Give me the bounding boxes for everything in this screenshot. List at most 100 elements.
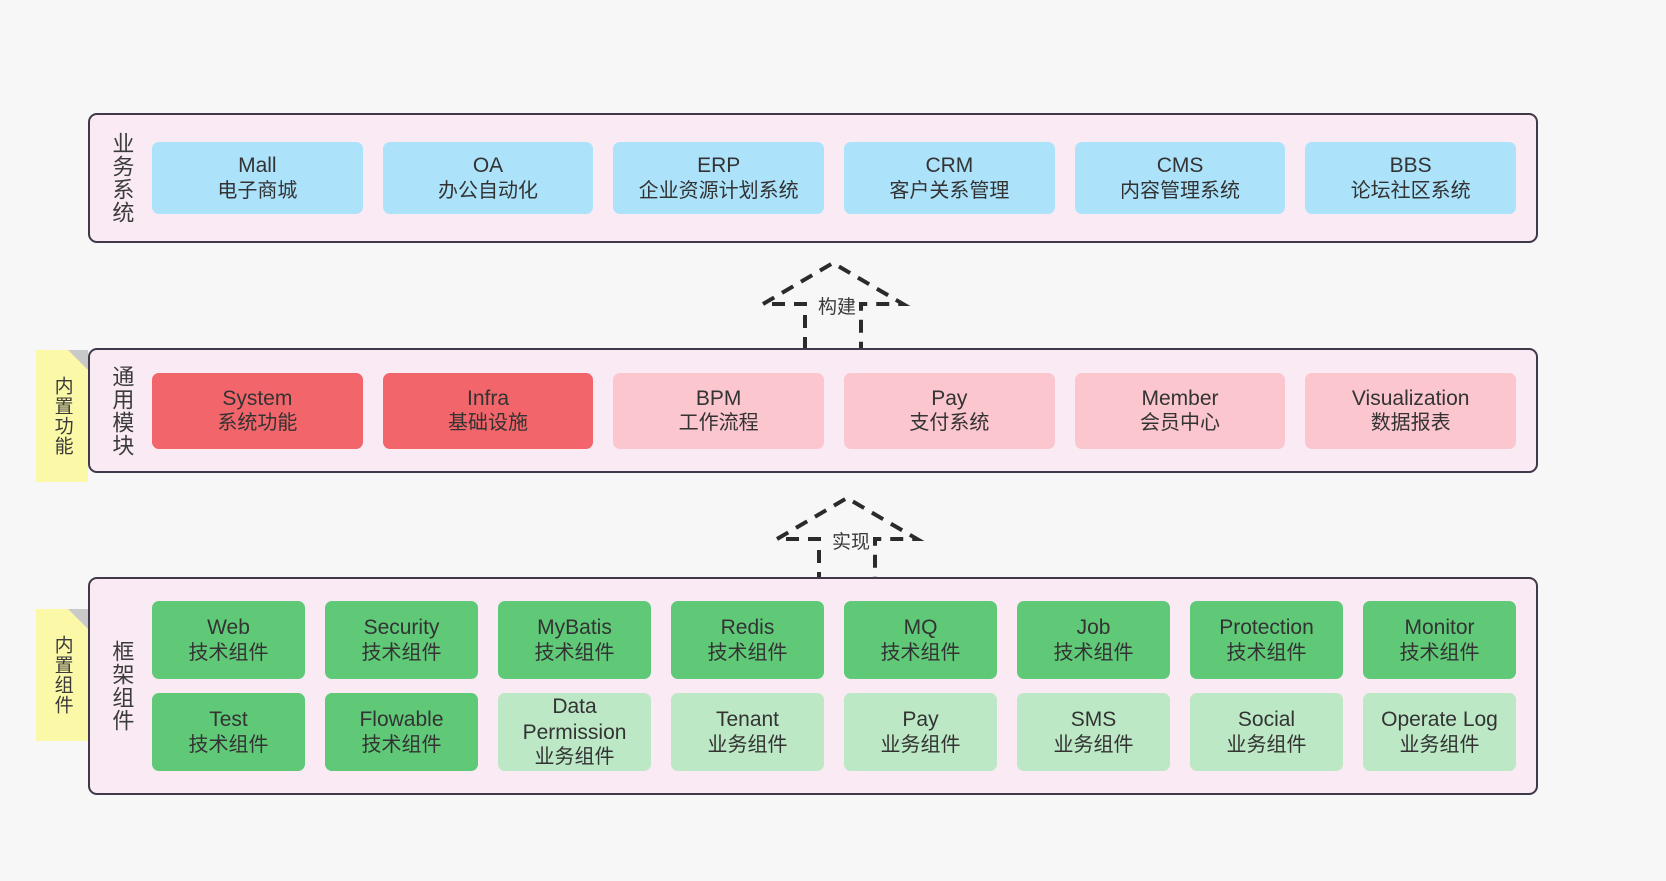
framework-box-protection[interactable]: Protection 技术组件 xyxy=(1190,601,1343,679)
framework-box-web[interactable]: Web 技术组件 xyxy=(152,601,305,679)
common-box-infra-en: Infra xyxy=(466,386,510,410)
common-box-visualization-en: Visualization xyxy=(1351,386,1470,410)
framework-box-pay-cn: 业务组件 xyxy=(880,733,961,756)
note-builtin-components: 内置组件 xyxy=(36,609,88,741)
framework-box-social-cn: 业务组件 xyxy=(1226,733,1307,756)
framework-box-flowable[interactable]: Flowable 技术组件 xyxy=(325,693,478,771)
framework-box-pay[interactable]: Pay 业务组件 xyxy=(844,693,997,771)
connector-build-arrow: 构建 xyxy=(755,258,911,353)
note-builtin-components-label: 内置组件 xyxy=(51,635,73,715)
business-box-cms-cn: 内容管理系统 xyxy=(1120,179,1241,202)
business-box-erp-en: ERP xyxy=(697,154,741,177)
framework-box-redis-cn: 技术组件 xyxy=(707,641,788,664)
layer-framework-title: 框架组件 xyxy=(109,640,135,732)
framework-box-data-permission-en: Data Permission xyxy=(522,695,627,744)
framework-box-operate-log-en: Operate Log xyxy=(1381,708,1498,731)
common-box-pay-en: Pay xyxy=(931,386,968,410)
layer-common-body: System 系统功能 Infra 基础设施 BPM 工作流程 Pay 支付系统… xyxy=(144,350,1536,471)
business-box-mall-en: Mall xyxy=(238,154,277,177)
framework-box-security[interactable]: Security 技术组件 xyxy=(325,601,478,679)
framework-box-tenant-cn: 业务组件 xyxy=(707,733,788,756)
framework-box-job[interactable]: Job 技术组件 xyxy=(1017,601,1170,679)
common-box-pay[interactable]: Pay 支付系统 xyxy=(844,372,1055,449)
layer-business-title: 业务系统 xyxy=(109,132,135,224)
common-box-bpm-en: BPM xyxy=(695,386,742,410)
framework-box-monitor-cn: 技术组件 xyxy=(1399,641,1480,664)
business-box-cms[interactable]: CMS 内容管理系统 xyxy=(1074,142,1286,214)
framework-box-protection-cn: 技术组件 xyxy=(1226,641,1307,664)
layer-framework-body: Web 技术组件 Security 技术组件 MyBatis 技术组件 Redi… xyxy=(144,579,1536,793)
framework-box-mybatis[interactable]: MyBatis 技术组件 xyxy=(498,601,651,679)
business-box-oa[interactable]: OA 办公自动化 xyxy=(382,142,594,214)
business-box-crm-cn: 客户关系管理 xyxy=(889,179,1010,202)
business-box-crm[interactable]: CRM 客户关系管理 xyxy=(844,142,1055,214)
framework-box-tenant[interactable]: Tenant 业务组件 xyxy=(671,693,824,771)
framework-box-operate-log-cn: 业务组件 xyxy=(1399,733,1480,756)
business-box-crm-en: CRM xyxy=(925,154,974,177)
framework-box-test-cn: 技术组件 xyxy=(188,733,269,756)
framework-box-mq[interactable]: MQ 技术组件 xyxy=(844,601,997,679)
framework-row-business: Test 技术组件 Flowable 技术组件 Data Permission … xyxy=(152,693,1516,771)
framework-box-flowable-cn: 技术组件 xyxy=(361,733,442,756)
common-box-visualization[interactable]: Visualization 数据报表 xyxy=(1305,372,1517,449)
common-box-infra-cn: 基础设施 xyxy=(448,412,528,435)
framework-box-sms-en: SMS xyxy=(1070,708,1117,731)
business-box-mall[interactable]: Mall 电子商城 xyxy=(152,142,363,214)
common-box-infra[interactable]: Infra 基础设施 xyxy=(382,372,594,449)
framework-box-monitor-en: Monitor xyxy=(1404,616,1475,639)
common-row: System 系统功能 Infra 基础设施 BPM 工作流程 Pay 支付系统… xyxy=(152,372,1517,449)
framework-box-social[interactable]: Social 业务组件 xyxy=(1190,693,1343,771)
framework-box-web-en: Web xyxy=(207,616,250,639)
layer-common-title: 通用模块 xyxy=(109,364,135,457)
business-box-erp-cn: 企业资源计划系统 xyxy=(638,179,799,202)
common-box-bpm[interactable]: BPM 工作流程 xyxy=(613,372,825,449)
framework-box-security-cn: 技术组件 xyxy=(361,641,442,664)
framework-box-operate-log[interactable]: Operate Log 业务组件 xyxy=(1363,693,1516,771)
framework-box-job-en: Job xyxy=(1076,616,1111,639)
framework-box-data-permission[interactable]: Data Permission 业务组件 xyxy=(498,693,651,771)
framework-box-web-cn: 技术组件 xyxy=(188,641,269,664)
framework-box-tenant-en: Tenant xyxy=(715,708,780,731)
layer-business-systems: 业务系统 Mall 电子商城 OA 办公自动化 ERP 企业资源计划系统 CRM… xyxy=(88,113,1538,243)
framework-box-test-en: Test xyxy=(209,708,248,731)
framework-box-mq-en: MQ xyxy=(903,616,938,639)
note-builtin-features: 内置功能 xyxy=(36,350,88,482)
framework-box-redis[interactable]: Redis 技术组件 xyxy=(671,601,824,679)
business-box-oa-en: OA xyxy=(472,154,504,177)
business-box-oa-cn: 办公自动化 xyxy=(438,179,538,202)
business-box-erp[interactable]: ERP 企业资源计划系统 xyxy=(613,142,825,214)
common-box-system[interactable]: System 系统功能 xyxy=(152,372,363,449)
business-box-mall-cn: 电子商城 xyxy=(217,179,298,202)
framework-box-mybatis-en: MyBatis xyxy=(537,616,612,639)
common-box-member-cn: 会员中心 xyxy=(1140,412,1221,435)
framework-box-data-permission-cn: 业务组件 xyxy=(534,746,615,769)
framework-box-protection-en: Protection xyxy=(1219,616,1314,639)
framework-box-mq-cn: 技术组件 xyxy=(880,641,961,664)
connector-implement-arrow: 实现 xyxy=(769,493,925,588)
connector-build-label: 构建 xyxy=(818,297,857,318)
framework-row-tech: Web 技术组件 Security 技术组件 MyBatis 技术组件 Redi… xyxy=(152,601,1516,679)
common-box-system-en: System xyxy=(222,386,293,410)
business-box-bbs[interactable]: BBS 论坛社区系统 xyxy=(1305,142,1517,214)
common-box-bpm-cn: 工作流程 xyxy=(678,412,759,435)
layer-framework-components: 框架组件 Web 技术组件 Security 技术组件 MyBatis 技术组件… xyxy=(88,577,1538,795)
business-box-bbs-cn: 论坛社区系统 xyxy=(1350,179,1471,202)
business-box-cms-en: CMS xyxy=(1156,154,1204,177)
framework-box-flowable-en: Flowable xyxy=(359,708,444,731)
layer-common-modules: 通用模块 System 系统功能 Infra 基础设施 BPM 工作流程 Pay… xyxy=(88,348,1538,473)
business-row: Mall 电子商城 OA 办公自动化 ERP 企业资源计划系统 CRM 客户关系… xyxy=(152,142,1517,214)
framework-box-monitor[interactable]: Monitor 技术组件 xyxy=(1363,601,1516,679)
framework-box-sms-cn: 业务组件 xyxy=(1053,733,1134,756)
common-box-member[interactable]: Member 会员中心 xyxy=(1074,372,1286,449)
note-builtin-features-label: 内置功能 xyxy=(51,376,73,456)
connector-implement-label: 实现 xyxy=(832,532,871,553)
framework-box-redis-en: Redis xyxy=(720,616,775,639)
framework-box-security-en: Security xyxy=(363,616,440,639)
common-box-pay-cn: 支付系统 xyxy=(909,412,990,435)
layer-business-body: Mall 电子商城 OA 办公自动化 ERP 企业资源计划系统 CRM 客户关系… xyxy=(144,115,1536,241)
framework-box-pay-en: Pay xyxy=(902,708,939,731)
framework-box-mybatis-cn: 技术组件 xyxy=(534,641,615,664)
framework-box-sms[interactable]: SMS 业务组件 xyxy=(1017,693,1170,771)
framework-box-test[interactable]: Test 技术组件 xyxy=(152,693,305,771)
